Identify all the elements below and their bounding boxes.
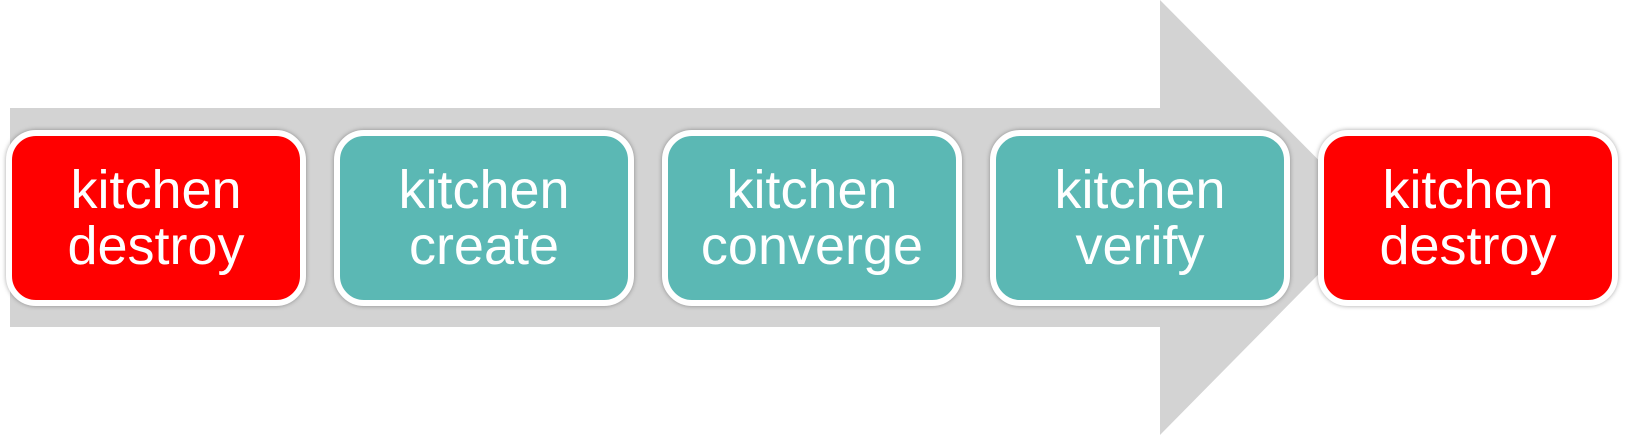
step-line-2: converge [700,216,924,276]
step-kitchen-converge: kitchen converge [662,130,962,306]
step-line-1: kitchen [398,160,570,220]
step-line-1: kitchen [726,160,898,220]
step-line-2: destroy [1379,216,1557,276]
step-line-2: create [408,216,560,276]
step-text: kitchen destroy [67,162,244,274]
step-text: kitchen create [398,162,569,274]
step-line-1: kitchen [70,160,242,220]
step-text: kitchen destroy [1379,162,1556,274]
step-line-1: kitchen [1054,160,1226,220]
step-kitchen-destroy-start: kitchen destroy [6,130,306,306]
step-kitchen-destroy-end: kitchen destroy [1318,130,1618,306]
step-line-2: verify [1075,216,1205,276]
step-kitchen-create: kitchen create [334,130,634,306]
step-kitchen-verify: kitchen verify [990,130,1290,306]
step-text: kitchen verify [1054,162,1225,274]
step-line-1: kitchen [1382,160,1554,220]
step-text: kitchen converge [701,162,923,274]
step-line-2: destroy [67,216,245,276]
